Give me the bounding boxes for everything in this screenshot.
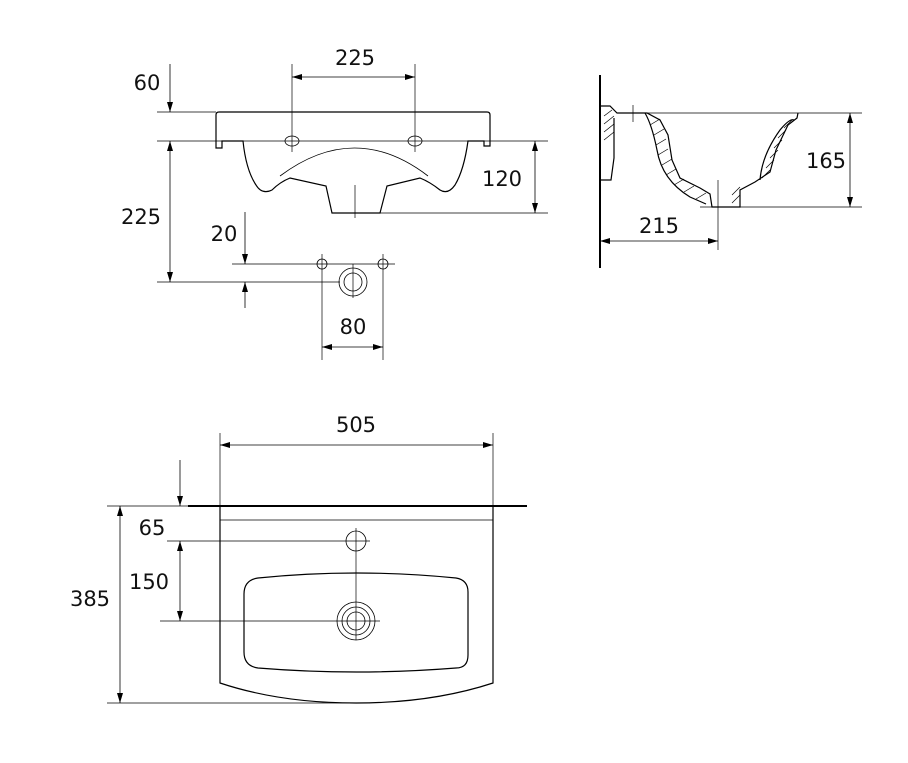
- front-view: 225 60 225 120 20 80: [121, 46, 548, 360]
- dim-tap-from-wall: 65: [139, 516, 166, 540]
- dim-fixing-offset: 20: [211, 222, 238, 246]
- basin-plan-outline: [219, 506, 494, 704]
- dim-drain-height: 225: [121, 205, 161, 229]
- dim-tap-to-drain: 150: [129, 570, 169, 594]
- dim-tap-spacing: 225: [335, 46, 375, 70]
- dim-width: 505: [336, 413, 376, 437]
- dim-drain-from-wall: 215: [639, 214, 679, 238]
- plan-view: 505 385 65 150: [70, 413, 527, 704]
- bowl-outline: [243, 572, 469, 673]
- hatching: [603, 109, 793, 204]
- dim-fixing-spacing: 80: [340, 315, 367, 339]
- dim-rim-height: 60: [134, 71, 161, 95]
- dim-bowl-depth: 120: [482, 167, 522, 191]
- dim-side-height: 165: [806, 149, 846, 173]
- basin-front-outline: [215, 111, 491, 214]
- dim-depth: 385: [70, 587, 110, 611]
- side-view: 165 215: [599, 75, 862, 268]
